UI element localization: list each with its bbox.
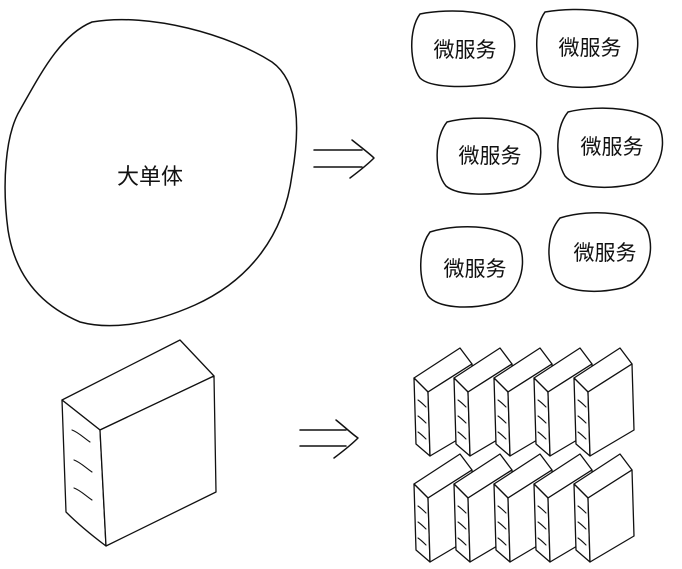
monolith-label: 大单体 [117, 165, 183, 190]
microservice-node-2: 微服务 [536, 8, 639, 89]
large-server-icon [61, 339, 217, 547]
microservice-node-1: 微服务 [411, 10, 516, 88]
microservice-label: 微服务 [444, 257, 507, 281]
server-grid [413, 347, 635, 563]
microservice-node-4: 微服务 [557, 107, 664, 189]
server-unit-icon [573, 347, 635, 457]
microservice-label: 微服务 [559, 36, 622, 60]
microservice-node-3: 微服务 [436, 117, 542, 195]
server-unit-icon [573, 453, 635, 563]
microservice-label: 微服务 [574, 241, 637, 265]
monolith-blob: 大单体 [4, 18, 298, 327]
microservice-node-6: 微服务 [548, 211, 652, 293]
arrow-icon [299, 419, 359, 459]
microservice-node-5: 微服务 [420, 225, 524, 308]
microservice-label: 微服务 [581, 135, 644, 159]
microservice-label: 微服务 [434, 38, 497, 62]
arrow-icon [313, 139, 375, 179]
microservice-label: 微服务 [459, 144, 522, 168]
